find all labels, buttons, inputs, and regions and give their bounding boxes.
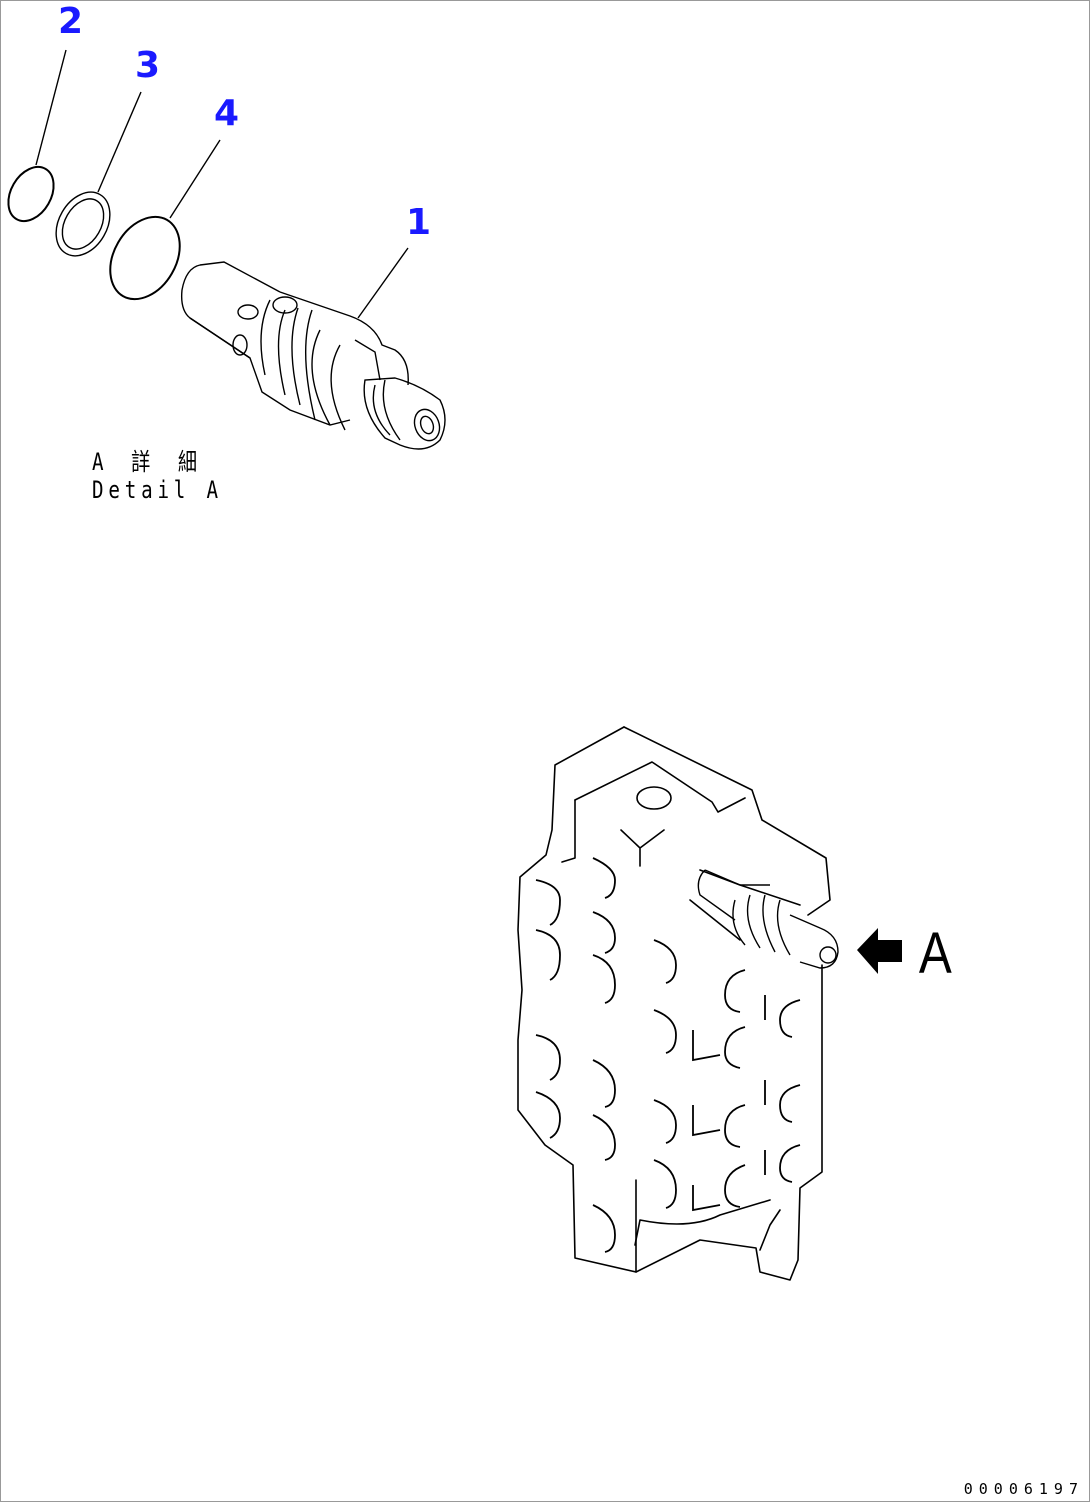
o-ring-2 <box>7 165 55 223</box>
control-valve-body <box>517 726 831 1281</box>
o-ring-4 <box>109 215 181 301</box>
backup-ring-3 <box>55 191 111 257</box>
detail-caption-english: Detail A <box>92 476 223 504</box>
installed-cartridge <box>697 869 839 969</box>
callout-4: 4 <box>214 93 240 134</box>
leader-line-2 <box>35 49 67 166</box>
callout-3: 3 <box>135 45 161 86</box>
leader-line-4 <box>169 139 221 219</box>
view-marker-label: A <box>918 921 952 986</box>
port-holes <box>535 857 801 1253</box>
drawing-number: 00006197 <box>963 1480 1084 1498</box>
leader-lines <box>35 49 409 319</box>
arrow-left-icon <box>857 928 902 974</box>
leader-line-3 <box>97 91 142 193</box>
callout-2: 2 <box>58 1 84 42</box>
leader-line-1 <box>357 247 409 319</box>
callout-1: 1 <box>406 202 432 243</box>
detail-caption-japanese: A 詳 細 <box>92 448 206 476</box>
relief-valve-cartridge <box>180 261 446 450</box>
